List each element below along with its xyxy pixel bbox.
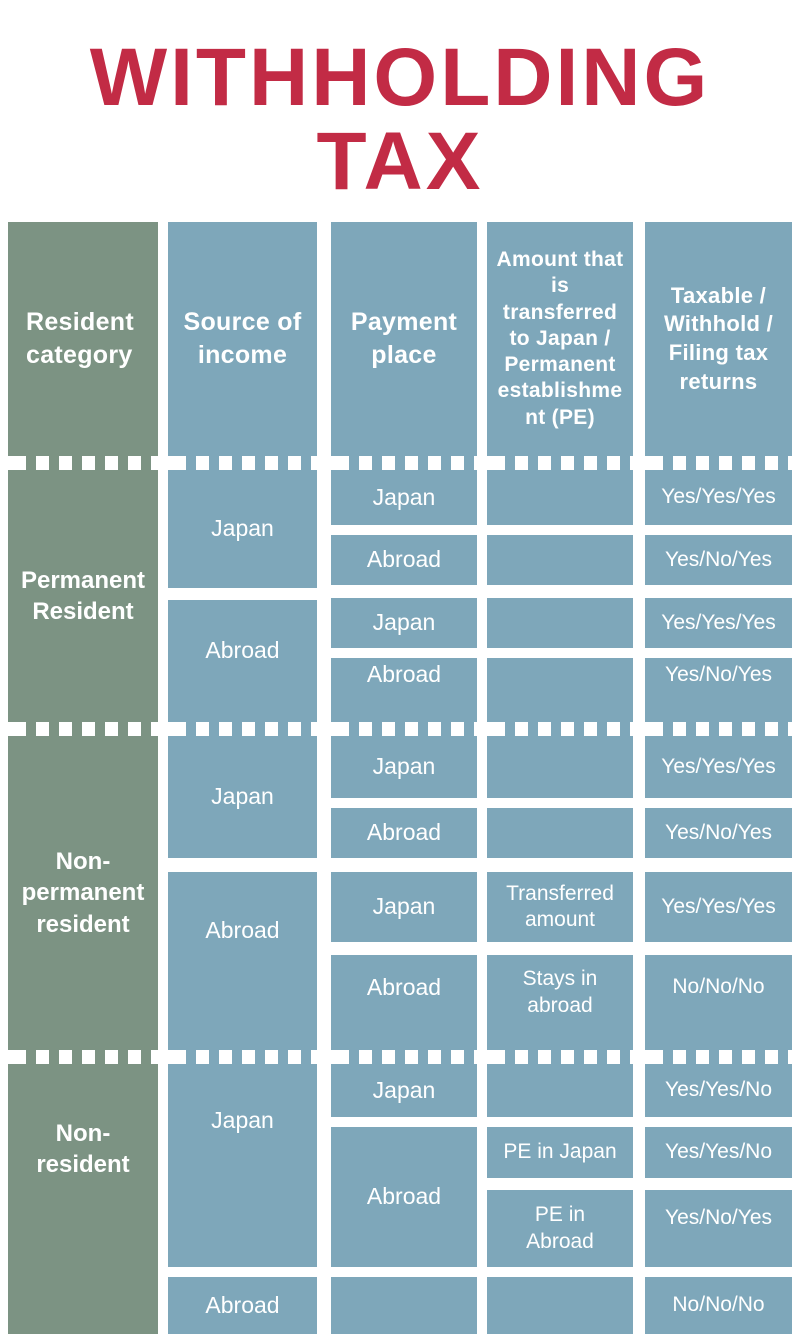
nr-amount-empty-2	[487, 1277, 633, 1334]
pr-result-2: Yes/No/Yes	[645, 535, 792, 585]
nr-japan-payment-japan: Japan	[331, 1064, 477, 1117]
pr-abroad-payment-japan: Japan	[331, 598, 477, 648]
nr-source-abroad: Abroad	[168, 1277, 317, 1334]
nr-result-1: Yes/Yes/No	[645, 1064, 792, 1117]
header-resident-category: Resident category	[8, 222, 158, 456]
pr-source-abroad: Abroad	[168, 600, 317, 722]
pr-result-1: Yes/Yes/Yes	[645, 470, 792, 525]
pr-japan-payment-japan: Japan	[331, 470, 477, 525]
category-permanent-resident: Permanent Resident	[8, 470, 158, 722]
page-title-line1: WITHHOLDING	[89, 32, 711, 123]
nr-result-3: Yes/No/Yes	[645, 1190, 792, 1267]
npr-result-2: Yes/No/Yes	[645, 808, 792, 858]
dashed-divider	[645, 722, 792, 736]
npr-source-japan: Japan	[168, 736, 317, 858]
header-taxable-withhold-filing: Taxable / Withhold / Filing tax returns	[645, 222, 792, 456]
dashed-divider	[168, 1050, 317, 1064]
pr-japan-payment-abroad: Abroad	[331, 535, 477, 585]
category-non-permanent-resident: Non-permanent resident	[8, 736, 158, 1050]
pr-abroad-payment-abroad: Abroad	[331, 658, 477, 722]
dashed-divider	[8, 722, 158, 736]
npr-japan-payment-japan: Japan	[331, 736, 477, 798]
column-payment-place: Payment place Japan Abroad Japan Abroad …	[331, 222, 477, 1334]
npr-abroad-payment-japan: Japan	[331, 872, 477, 942]
npr-amount-transferred: Transferred amount	[487, 872, 633, 942]
nr-amount-empty-1	[487, 1064, 633, 1117]
column-source-of-income: Source of income Japan Abroad Japan Abro…	[168, 222, 317, 1334]
npr-result-1: Yes/Yes/Yes	[645, 736, 792, 798]
column-taxable-withhold-filing: Taxable / Withhold / Filing tax returns …	[645, 222, 792, 1334]
dashed-divider	[331, 456, 477, 470]
nr-abroad-payment-empty	[331, 1277, 477, 1334]
dashed-divider	[8, 456, 158, 470]
pr-result-3: Yes/Yes/Yes	[645, 598, 792, 648]
nr-amount-pe-in-abroad: PE in Abroad	[487, 1190, 633, 1267]
dashed-divider	[8, 1050, 158, 1064]
page-title-line2: TAX	[316, 116, 484, 207]
pr-source-japan: Japan	[168, 470, 317, 588]
pr-amount-empty-4	[487, 658, 633, 722]
dashed-divider	[487, 1050, 633, 1064]
dashed-divider	[168, 722, 317, 736]
pr-result-4: Yes/No/Yes	[645, 658, 792, 722]
npr-source-abroad: Abroad	[168, 872, 317, 1050]
header-source-of-income: Source of income	[168, 222, 317, 456]
npr-amount-stays-abroad: Stays in abroad	[487, 955, 633, 1050]
dashed-divider	[168, 456, 317, 470]
header-amount-transferred: Amount that is transferred to Japan / Pe…	[487, 222, 633, 456]
column-amount-transferred: Amount that is transferred to Japan / Pe…	[487, 222, 633, 1334]
header-payment-place: Payment place	[331, 222, 477, 456]
dashed-divider	[487, 722, 633, 736]
npr-amount-empty-2	[487, 808, 633, 858]
npr-result-3: Yes/Yes/Yes	[645, 872, 792, 942]
npr-amount-empty-1	[487, 736, 633, 798]
category-non-resident: Non-resident	[8, 1064, 158, 1334]
nr-source-japan: Japan	[168, 1064, 317, 1267]
nr-amount-pe-in-japan: PE in Japan	[487, 1127, 633, 1178]
nr-result-4: No/No/No	[645, 1277, 792, 1334]
dashed-divider	[331, 722, 477, 736]
pr-amount-empty-1	[487, 470, 633, 525]
nr-result-2: Yes/Yes/No	[645, 1127, 792, 1178]
npr-result-4: No/No/No	[645, 955, 792, 1050]
pr-amount-empty-3	[487, 598, 633, 648]
dashed-divider	[487, 456, 633, 470]
pr-amount-empty-2	[487, 535, 633, 585]
nr-japan-payment-abroad-merged: Abroad	[331, 1127, 477, 1267]
dashed-divider	[645, 1050, 792, 1064]
dashed-divider	[331, 1050, 477, 1064]
column-resident-category: Resident category Permanent Resident Non…	[8, 222, 158, 1334]
npr-abroad-payment-abroad: Abroad	[331, 955, 477, 1050]
npr-japan-payment-abroad: Abroad	[331, 808, 477, 858]
dashed-divider	[645, 456, 792, 470]
